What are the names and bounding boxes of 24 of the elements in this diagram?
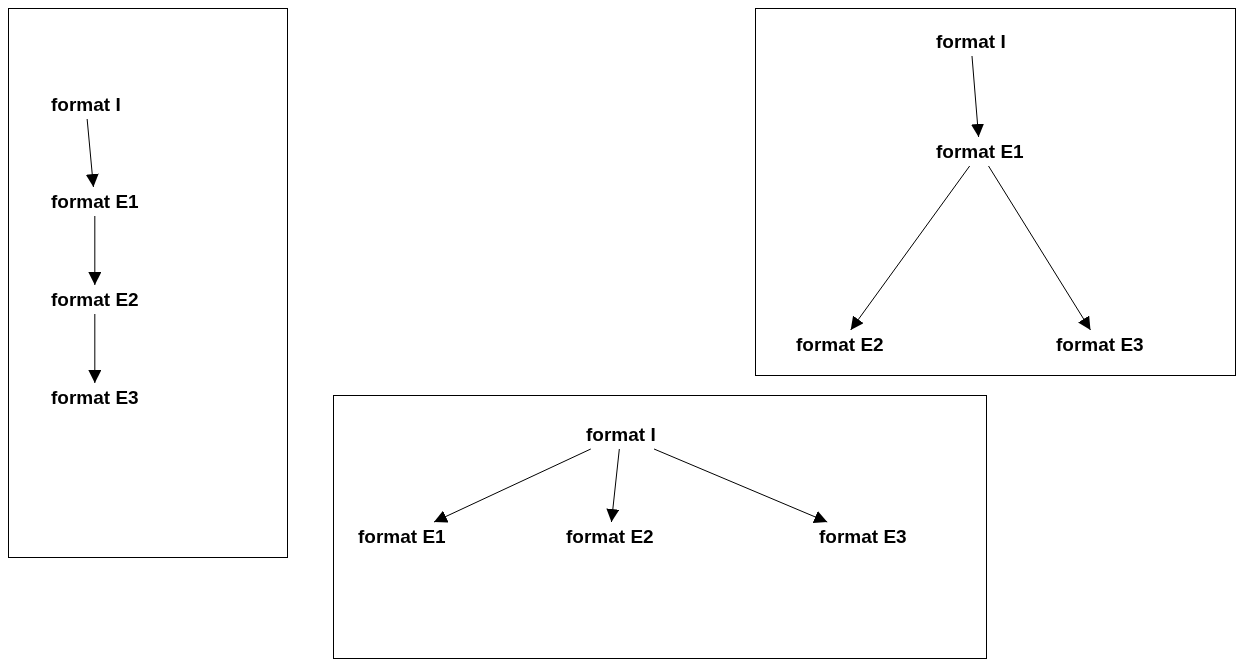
- node-label: format I: [51, 94, 121, 116]
- arrow: [433, 448, 592, 523]
- arrow: [88, 313, 102, 384]
- node-label: format E1: [358, 526, 446, 548]
- arrow: [971, 55, 984, 138]
- arrow: [606, 448, 620, 523]
- node-label: format E1: [51, 191, 139, 213]
- node-label: format E3: [1056, 334, 1144, 356]
- frame-box: [333, 395, 987, 659]
- arrow: [988, 165, 1091, 331]
- node-label: format E2: [566, 526, 654, 548]
- node-label: format E1: [936, 141, 1024, 163]
- arrow: [850, 165, 971, 331]
- node-label: format E2: [796, 334, 884, 356]
- frame-box: [755, 8, 1236, 376]
- arrow: [653, 448, 828, 523]
- node-label: format E3: [819, 526, 907, 548]
- arrow: [88, 215, 102, 286]
- node-label: format I: [936, 31, 1006, 53]
- node-label: format E3: [51, 387, 139, 409]
- node-label: format E2: [51, 289, 139, 311]
- node-label: format I: [586, 424, 656, 446]
- frame-box: [8, 8, 288, 558]
- arrow: [85, 118, 99, 188]
